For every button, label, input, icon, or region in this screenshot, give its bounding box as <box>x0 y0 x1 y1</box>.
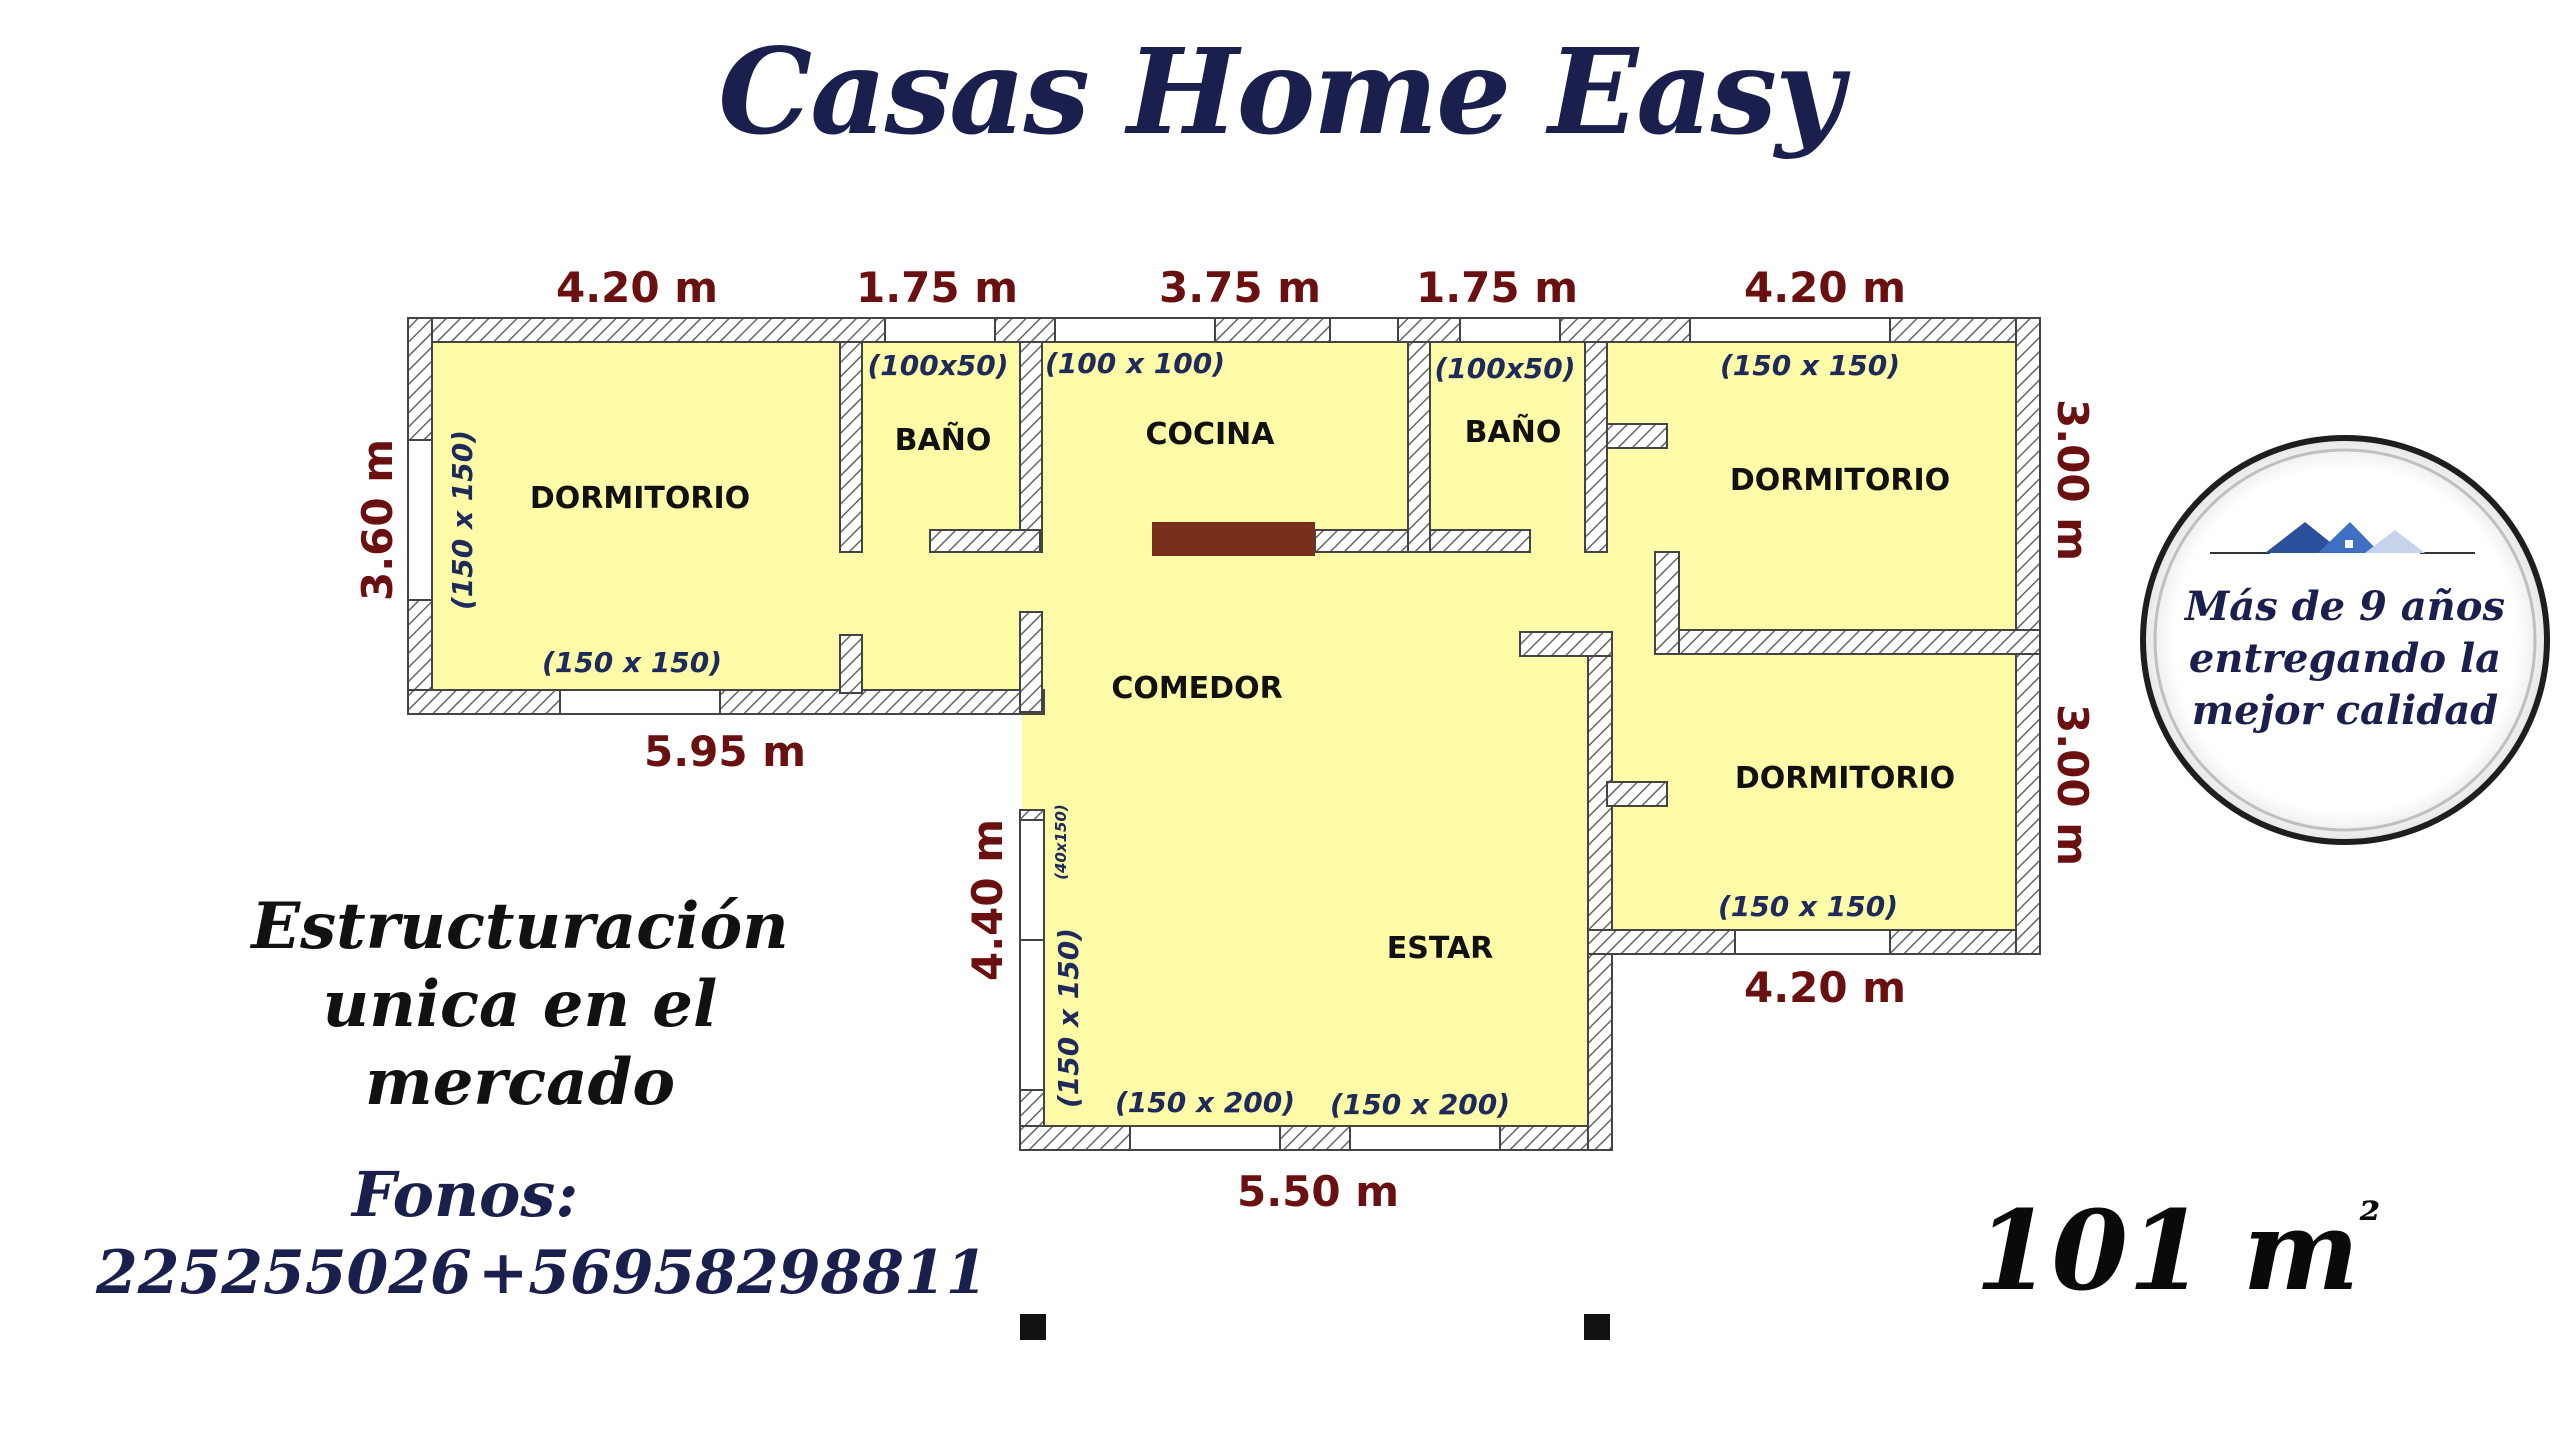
walls <box>407 317 2041 1151</box>
area-value: 101 m <box>1975 1186 2360 1315</box>
win-dormitorio-3: (150 x 150) <box>1718 890 1898 923</box>
badge-line-2: entregando la <box>2189 635 2501 682</box>
room-dormitorio-1: DORMITORIO <box>530 481 750 516</box>
window-labels: (100x50) (100 x 100) (100x50) (150 x 150… <box>446 347 1900 1121</box>
total-area: 101 m² <box>1975 1186 2380 1315</box>
win-bano-2: (100x50) <box>1434 352 1575 385</box>
dim-right-2: 3.00 m <box>2048 704 2097 866</box>
dim-left-2: 4.40 m <box>963 819 1012 981</box>
dim-bottom-left: 5.95 m <box>644 727 806 776</box>
win-estar-1: (150 x 200) <box>1115 1086 1295 1119</box>
dim-top-1: 4.20 m <box>556 263 718 312</box>
houses-icon <box>2210 522 2475 554</box>
room-comedor: COMEDOR <box>1111 671 1282 706</box>
room-bano-1: BAÑO <box>895 421 992 458</box>
dim-bottom-right: 4.20 m <box>1744 963 1906 1012</box>
dim-top-4: 1.75 m <box>1416 263 1578 312</box>
kitchen-counter <box>1152 522 1315 556</box>
dim-right-1: 3.00 m <box>2048 399 2097 561</box>
room-labels: DORMITORIO BAÑO COCINA BAÑO DORMITORIO C… <box>530 413 1955 966</box>
dim-left-1: 3.60 m <box>353 439 402 601</box>
win-estar-2: (150 x 200) <box>1330 1088 1510 1121</box>
quality-badge: Más de 9 años entregando la mejor calida… <box>2140 435 2550 845</box>
room-estar: ESTAR <box>1387 931 1494 966</box>
room-fills <box>408 320 2040 1130</box>
win-dormitorio-1-bottom: (150 x 150) <box>542 646 722 679</box>
slogan-line-2: unica en el mercado <box>322 967 718 1120</box>
win-estar-side: (150 x 150) <box>1052 928 1085 1108</box>
phone-mobile: +56958298811 <box>478 1238 988 1308</box>
room-dormitorio-3: DORMITORIO <box>1735 761 1955 796</box>
slogan-line-1: Estructuración <box>251 889 789 964</box>
windows-openings <box>407 317 1891 1151</box>
dim-bottom-center: 5.50 m <box>1237 1167 1399 1216</box>
phones-label: Fonos: <box>352 1158 579 1231</box>
brand-title: Casas Home Easy <box>718 22 1843 161</box>
win-estar-small: (40x150) <box>1052 804 1070 880</box>
dim-top-5: 4.20 m <box>1744 263 1906 312</box>
win-dormitorio-1-side: (150 x 150) <box>446 430 479 610</box>
badge-line-1: Más de 9 años <box>2183 583 2505 630</box>
room-bano-2: BAÑO <box>1465 413 1562 450</box>
win-bano-1: (100x50) <box>867 349 1008 382</box>
room-cocina: COCINA <box>1145 417 1275 452</box>
win-dormitorio-2: (150 x 150) <box>1720 349 1900 382</box>
win-cocina: (100 x 100) <box>1045 347 1225 380</box>
marker-right <box>1584 1314 1610 1340</box>
dimension-labels: 4.20 m 1.75 m 3.75 m 1.75 m 4.20 m 3.60 … <box>353 263 2097 1216</box>
badge-line-3: mejor calidad <box>2192 687 2498 734</box>
marker-left <box>1020 1314 1046 1340</box>
area-unit: ² <box>2359 1192 2381 1248</box>
dim-top-3: 3.75 m <box>1159 263 1321 312</box>
phone-landline: 225255026 <box>96 1238 472 1308</box>
dim-top-2: 1.75 m <box>856 263 1018 312</box>
room-dormitorio-2: DORMITORIO <box>1730 463 1950 498</box>
slogan: Estructuración unica en el mercado <box>160 888 880 1122</box>
